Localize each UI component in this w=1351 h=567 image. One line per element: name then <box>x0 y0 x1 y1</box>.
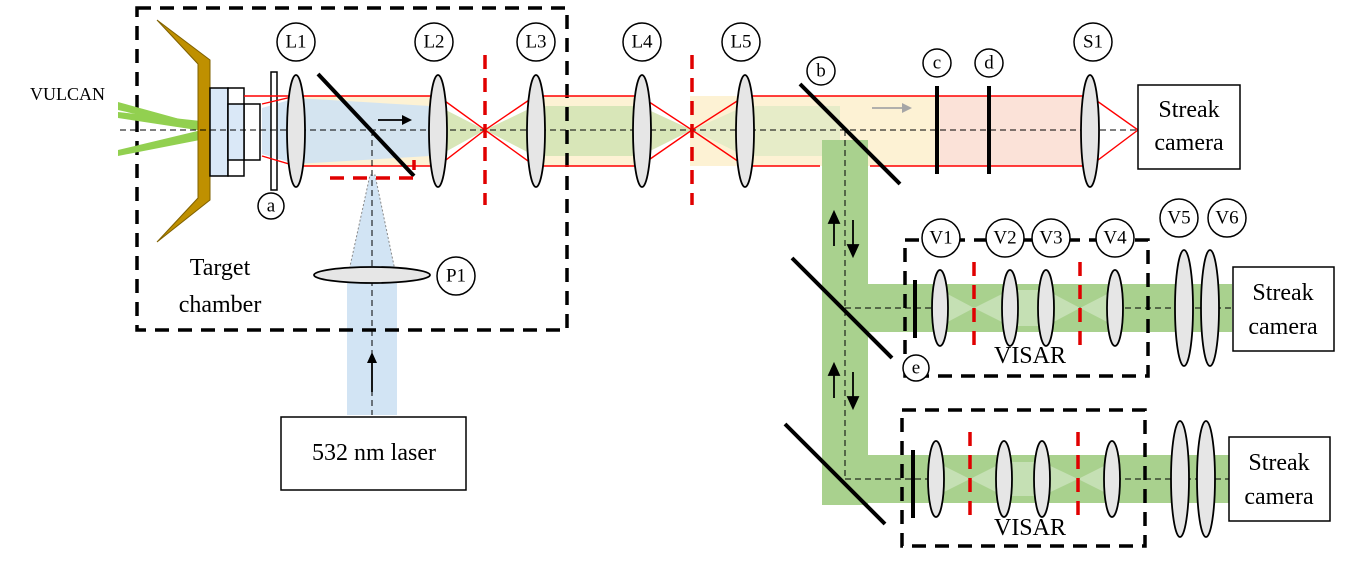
streak-top-l2: camera <box>1154 130 1224 156</box>
laser-label: 532 nm laser <box>312 440 436 466</box>
label-V3: V3 <box>1031 218 1071 258</box>
lens-L3 <box>526 74 546 188</box>
svg-text:e: e <box>912 358 920 379</box>
lens-L2 <box>428 74 448 188</box>
streak-mid-l1: Streak <box>1252 280 1313 306</box>
target-block-2b <box>227 103 245 161</box>
red-ray-top <box>261 95 1139 131</box>
green-relay-1 <box>438 106 485 156</box>
vulcan-beam-lower <box>118 128 210 156</box>
lens-V1-bottom <box>927 440 945 518</box>
target-chamber-label-1: Target <box>190 255 251 281</box>
beamsplitter-mirror <box>316 72 416 178</box>
label-L4: L4 <box>622 22 662 62</box>
streak-bot-l1: Streak <box>1248 450 1309 476</box>
streak-camera-mid <box>1232 266 1335 352</box>
lens-V6 <box>1200 249 1220 367</box>
lens-V5 <box>1174 249 1194 367</box>
svg-text:V3: V3 <box>1039 228 1062 249</box>
lens-V5-bottom <box>1170 420 1190 538</box>
window-a <box>270 71 278 191</box>
label-b: b <box>806 56 836 86</box>
visar-box-bottom <box>900 408 1147 548</box>
label-L5: L5 <box>721 22 761 62</box>
lens-L4 <box>632 74 652 188</box>
label-L1: L1 <box>276 22 316 62</box>
label-e: e <box>902 354 930 382</box>
svg-text:V2: V2 <box>993 228 1016 249</box>
svg-text:L4: L4 <box>631 32 653 53</box>
svg-text:L3: L3 <box>525 32 546 53</box>
lens-V3-bottom <box>1033 440 1051 518</box>
laser-box <box>280 416 467 491</box>
target-chamber-label-2: chamber <box>179 292 262 318</box>
visar-top-beam-3 <box>1080 290 1115 326</box>
green-relay-3 <box>692 106 840 156</box>
arrows-feed-top <box>827 209 860 411</box>
label-V2: V2 <box>985 218 1025 258</box>
svg-text:S1: S1 <box>1083 32 1103 53</box>
lens-V2-bottom <box>995 440 1013 518</box>
lens-V3 <box>1037 269 1055 347</box>
visar-top-label: VISAR <box>994 343 1066 369</box>
label-L3: L3 <box>516 22 556 62</box>
label-L2: L2 <box>414 22 454 62</box>
arrow-probe-right-head <box>402 115 412 125</box>
lens-V2 <box>1001 269 1019 347</box>
svg-text:L2: L2 <box>423 32 444 53</box>
beamsplitter-mount <box>330 160 416 180</box>
lens-V6-bottom <box>1196 420 1216 538</box>
lens-P1 <box>313 266 431 284</box>
label-V6: V6 <box>1207 198 1247 238</box>
svg-text:V4: V4 <box>1103 228 1127 249</box>
svg-text:V1: V1 <box>929 228 952 249</box>
mirror-visar-bottom <box>783 422 887 526</box>
visar-box-top <box>903 238 1150 378</box>
arrow-grey-right-head <box>902 103 912 113</box>
svg-text:b: b <box>816 61 826 82</box>
label-V5: V5 <box>1159 198 1199 238</box>
svg-text:V5: V5 <box>1167 208 1190 229</box>
streak-bot-l2: camera <box>1244 484 1314 510</box>
svg-text:L1: L1 <box>285 32 306 53</box>
label-P1: P1 <box>436 256 476 296</box>
label-a: a <box>257 192 285 220</box>
target-cone <box>156 19 211 243</box>
svg-text:L5: L5 <box>730 32 751 53</box>
pink-beam <box>940 96 1090 166</box>
svg-text:d: d <box>984 53 994 74</box>
svg-text:V6: V6 <box>1215 208 1238 229</box>
streak-top-l1: Streak <box>1158 97 1219 123</box>
svg-text:c: c <box>933 53 941 74</box>
svg-text:P1: P1 <box>446 266 466 287</box>
lens-V4-bottom <box>1103 440 1121 518</box>
target-block-3 <box>243 103 261 161</box>
mirror-visar-top <box>790 256 894 360</box>
lens-S1 <box>1080 74 1100 188</box>
mirror-b <box>798 82 902 186</box>
target-block-1 <box>209 87 229 177</box>
arrow-laser-up-head <box>367 352 377 363</box>
vulcan-beam-upper2 <box>118 102 205 130</box>
svg-text:a: a <box>267 196 276 217</box>
streak-camera-top <box>1137 84 1241 170</box>
vulcan-label: VULCAN <box>30 84 105 104</box>
label-c: c <box>922 48 952 78</box>
green-relay-2 <box>485 106 692 156</box>
vulcan-beam-upper <box>118 112 210 132</box>
streak-camera-bottom <box>1228 436 1331 522</box>
visar-bottom-label: VISAR <box>994 515 1066 541</box>
label-d: d <box>974 48 1004 78</box>
lens-L5 <box>735 74 755 188</box>
lens-V4 <box>1106 269 1124 347</box>
lens-V1 <box>931 269 949 347</box>
label-V1: V1 <box>921 218 961 258</box>
label-S1: S1 <box>1073 22 1113 62</box>
target-chamber-box <box>135 6 569 332</box>
lens-L1 <box>286 74 306 188</box>
label-V4: V4 <box>1095 218 1135 258</box>
streak-mid-l2: camera <box>1248 314 1318 340</box>
